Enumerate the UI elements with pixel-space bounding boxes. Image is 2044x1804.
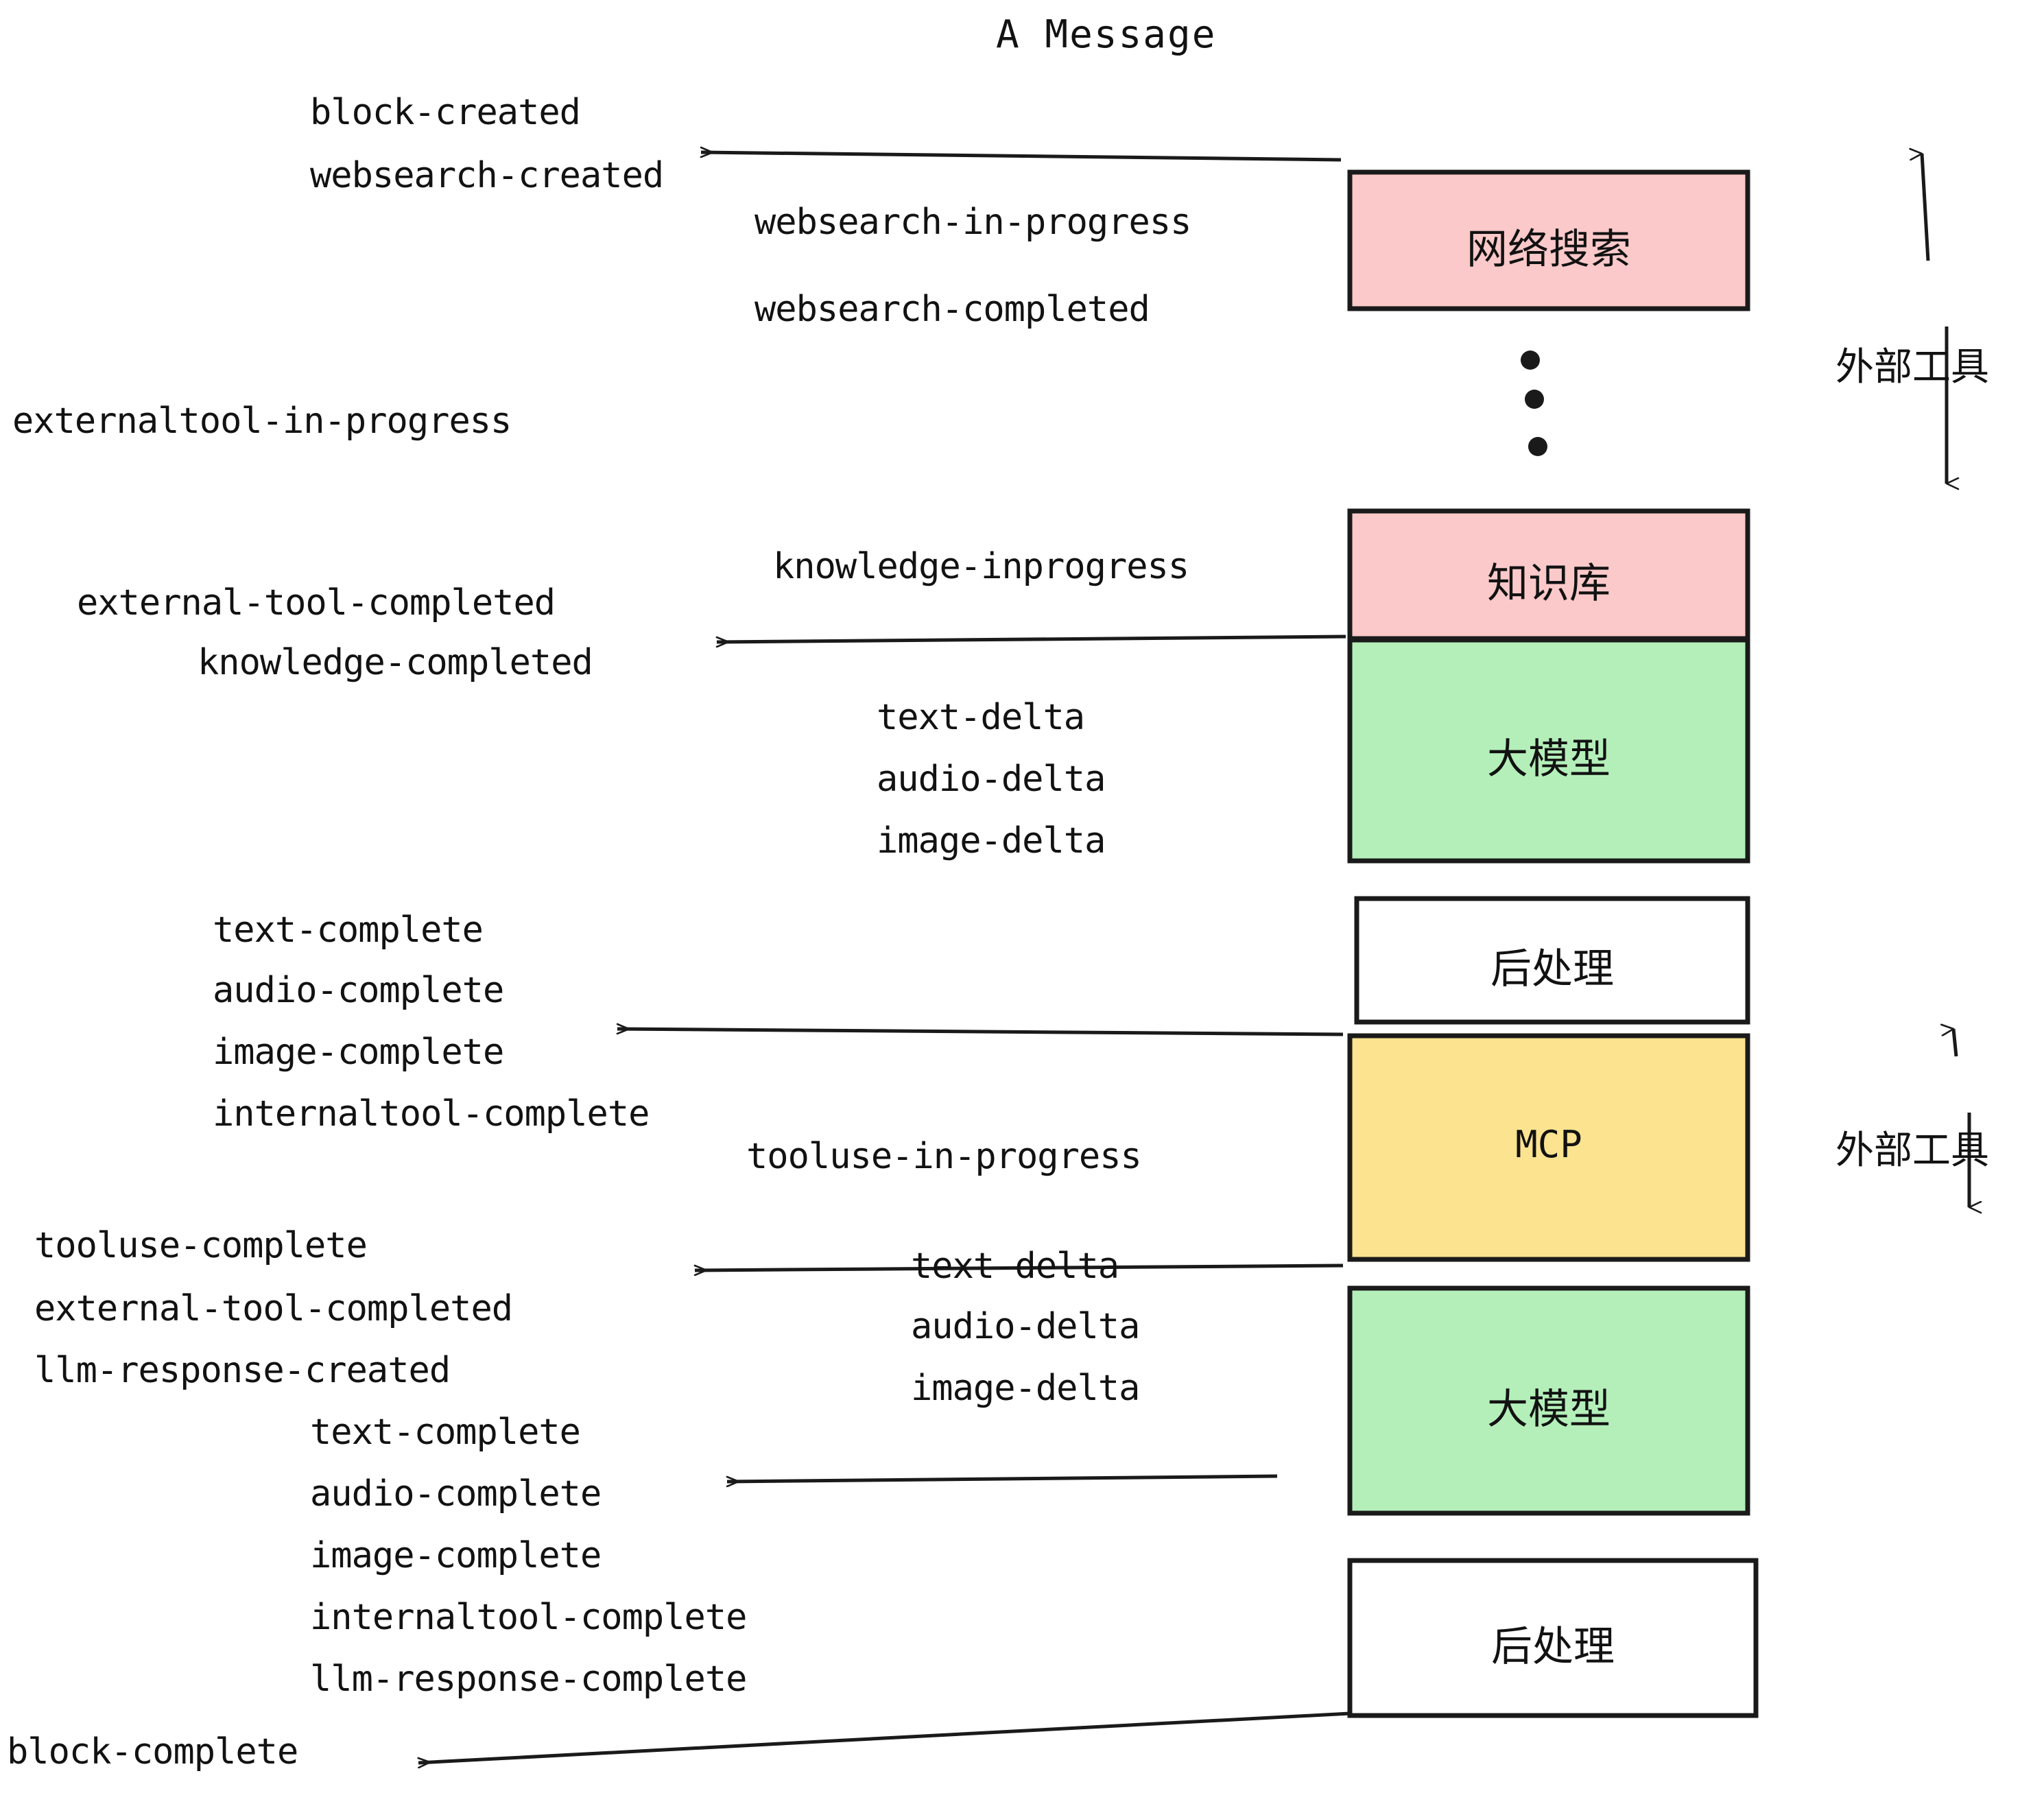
event-label-audio-complete-1: audio-complete [213,970,504,1011]
event-label-llm-response-complete: llm-response-complete [310,1659,747,1700]
dot-1 [1521,351,1540,370]
node-label-postproc-top: 后处理 [1490,945,1614,993]
event-label-internaltool-complete-1: internaltool-complete [213,1093,650,1135]
event-label-audio-delta-1: audio-delta [877,759,1106,800]
event-label-external-tool-completed-1: external-tool-completed [77,582,556,624]
node-box-websearch[interactable] [1347,169,1750,311]
node-box-knowledge[interactable] [1347,508,1750,641]
dot-3 [1528,437,1547,456]
event-label-tooluse-in-progress: tooluse-in-progress [746,1136,1142,1177]
event-label-block-created: block-created [310,92,581,133]
node-box-llm-top[interactable] [1347,637,1750,864]
event-label-llm-response-created: llm-response-created [34,1350,451,1391]
event-label-websearch-created: websearch-created [310,155,664,196]
event-label-image-delta-1: image-delta [877,820,1106,862]
node-label-llm-bottom: 大模型 [1487,1386,1611,1434]
side-label-external-tools-top: 外部工具 [1835,345,1989,390]
ext-tools-up-bottom [1953,1029,1958,1057]
arrow-llm-to-audio [727,1474,1278,1482]
page-title: A Message [996,12,1217,57]
event-label-image-complete-1: image-complete [213,1032,504,1073]
vertical-ellipsis [1521,351,1547,456]
node-label-postproc-bot: 后处理 [1491,1623,1615,1671]
event-label-text-complete-1: text-complete [213,910,484,951]
external-tool-arrows [1922,154,1969,1207]
node-label-llm-top: 大模型 [1487,735,1611,783]
arrow-websearch-to-block [701,152,1342,162]
event-label-internaltool-complete-2: internaltool-complete [310,1597,747,1638]
event-label-external-tool-completed-2: external-tool-completed [34,1288,513,1329]
node-label-knowledge: 知识库 [1487,560,1611,608]
ext-tools-up-top [1922,154,1930,261]
event-label-text-delta-1: text-delta [877,697,1085,738]
node-box-llm-bottom[interactable] [1347,1285,1750,1516]
event-label-text-complete-2: text-complete [310,1412,581,1453]
event-label-knowledge-completed: knowledge-completed [198,642,593,683]
node-label-websearch: 网络搜索 [1466,225,1631,274]
side-label-external-tools-bottom: 外部工具 [1835,1128,1989,1173]
arrow-knowledge-to-left [717,634,1346,642]
event-arrows [418,152,1351,1763]
event-label-websearch-completed: websearch-completed [754,289,1150,330]
arrow-postproc-to-image [617,1029,1344,1036]
event-label-audio-delta-2: audio-delta [911,1306,1140,1347]
event-label-knowledge-inprogress: knowledge-inprogress [773,546,1189,587]
arrow-mcp-to-tooluse [695,1263,1344,1270]
event-label-externaltool-in-progress: externaltool-in-progress [12,401,512,442]
node-box-postproc-top[interactable] [1354,896,1750,1025]
event-label-audio-complete-2: audio-complete [310,1473,602,1515]
event-label-image-complete-2: image-complete [310,1535,602,1576]
node-box-mcp[interactable] [1347,1033,1750,1262]
event-label-image-delta-2: image-delta [911,1368,1140,1409]
arrow-postproc-to-block [418,1711,1351,1763]
dot-2 [1525,390,1544,409]
node-boxes [1347,169,1759,1718]
event-label-text-delta-2: text-delta [911,1246,1119,1287]
node-box-postproc-bot[interactable] [1347,1558,1759,1718]
event-label-block-complete: block-complete [7,1731,298,1772]
event-label-tooluse-complete: tooluse-complete [34,1225,368,1266]
event-label-websearch-in-progress: websearch-in-progress [754,202,1191,243]
node-label-mcp: MCP [1515,1123,1582,1166]
